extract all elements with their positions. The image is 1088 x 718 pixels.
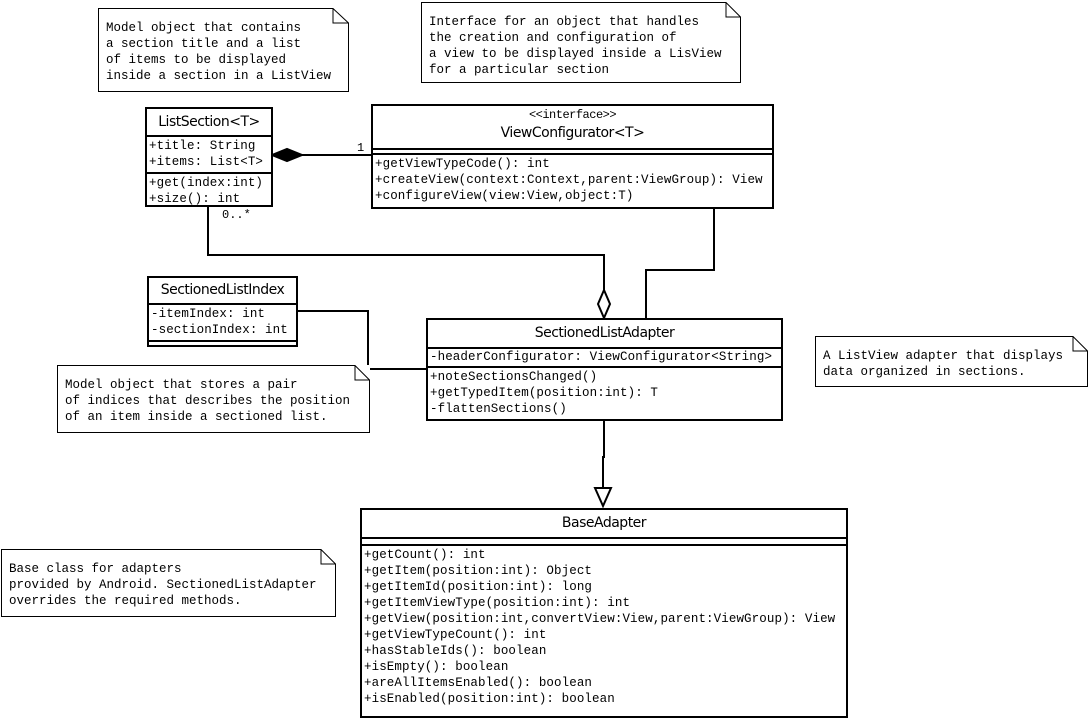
text-line: -flattenSections(): [430, 402, 567, 416]
attributes: [362, 539, 846, 546]
text-line: +getViewTypeCount(): int: [364, 628, 547, 642]
note-view-configurator: Interface for an object that handles the …: [421, 2, 741, 83]
text-line: Model object that stores a pair: [65, 378, 298, 392]
class-list-section[interactable]: ListSection<T> +title: String +items: Li…: [145, 107, 273, 207]
inheritance-line: [602, 420, 605, 488]
text-line: +getItem(position:int): Object: [364, 564, 593, 578]
note-sectioned-list-adapter: A ListView adapter that displays data org…: [815, 336, 1088, 387]
class-name: BaseAdapter: [362, 510, 846, 539]
dependency-line: [645, 208, 715, 318]
multiplicity-many: 0..*: [222, 208, 251, 222]
text-line: +createView(context:Context,parent:ViewG…: [375, 173, 763, 187]
text-line: +items: List<T>: [149, 155, 264, 169]
text-line: Model object that contains: [106, 21, 302, 35]
attributes: [373, 150, 772, 155]
aggregation-diamond: [596, 287, 612, 321]
text-line: +getItemViewType(position:int): int: [364, 596, 631, 610]
text-line: +areAllItemsEnabled(): boolean: [364, 676, 593, 690]
text-line: +configureView(view:View,object:T): [375, 189, 634, 203]
text-line: Interface for an object that handles: [429, 15, 700, 29]
attributes: +title: String +items: List<T>: [147, 137, 271, 174]
class-header: <<interface>> ViewConfigurator<T>: [373, 106, 772, 150]
text-line: a view to be displayed inside a LisView: [429, 47, 722, 61]
class-sectioned-list-index[interactable]: SectionedListIndex -itemIndex: int -sect…: [147, 276, 298, 347]
class-sectioned-list-adapter[interactable]: SectionedListAdapter -headerConfigurator…: [426, 318, 783, 421]
text-line: +isEmpty(): boolean: [364, 660, 509, 674]
text-line: +hasStableIds(): boolean: [364, 644, 547, 658]
class-base-adapter[interactable]: BaseAdapter +getCount(): int +getItem(po…: [360, 508, 848, 718]
methods: +getViewTypeCode(): int +createView(cont…: [373, 155, 772, 206]
text-line: a section title and a list: [106, 37, 302, 51]
multiplicity-one: 1: [357, 141, 365, 155]
text-line: +getItemId(position:int): long: [364, 580, 593, 594]
text-line: -headerConfigurator: ViewConfigurator<St…: [430, 350, 773, 364]
class-view-configurator[interactable]: <<interface>> ViewConfigurator<T> +getVi…: [371, 104, 774, 209]
composition-diamond: [269, 147, 305, 163]
text-line: +getCount(): int: [364, 548, 486, 562]
text-line: data organized in sections.: [823, 365, 1026, 379]
methods: +getCount(): int +getItem(position:int):…: [362, 546, 846, 709]
stereotype: <<interface>>: [528, 108, 617, 122]
text-line: overrides the required methods.: [9, 594, 242, 608]
text-line: A ListView adapter that displays: [823, 349, 1064, 363]
text-line: +getTypedItem(position:int): T: [430, 386, 659, 400]
text-line: +getViewTypeCode(): int: [375, 157, 550, 171]
text-line: of an item inside a sectioned list.: [65, 410, 328, 424]
text-line: for a particular section: [429, 63, 610, 77]
text-line: of indices that describes the position: [65, 394, 351, 408]
text-line: +title: String: [149, 139, 256, 153]
attributes: -itemIndex: int -sectionIndex: int: [149, 305, 296, 342]
text-line: the creation and configuration of: [429, 31, 677, 45]
inheritance-triangle: [593, 487, 613, 509]
text-line: inside a section in a ListView: [106, 69, 332, 83]
text-line: +getView(position:int,convertView:View,p…: [364, 612, 836, 626]
text-line: +size(): int: [149, 192, 241, 206]
index-association-line: [297, 310, 426, 370]
attributes: -headerConfigurator: ViewConfigurator<St…: [428, 349, 781, 368]
class-name: ListSection<T>: [147, 109, 271, 137]
text-line: provided by Android. SectionedListAdapte…: [9, 578, 317, 592]
text-line: -sectionIndex: int: [151, 323, 288, 337]
methods: +noteSectionsChanged() +getTypedItem(pos…: [428, 368, 781, 419]
methods: +get(index:int) +size(): int: [147, 174, 271, 209]
note-list-section: Model object that contains a section titl…: [98, 8, 349, 92]
text-line: -itemIndex: int: [151, 307, 266, 321]
class-name: SectionedListAdapter: [428, 320, 781, 349]
note-base-adapter: Base class for adapters provided by Andro…: [1, 549, 336, 617]
text-line: of items to be displayed: [106, 53, 287, 67]
text-line: +get(index:int): [149, 176, 264, 190]
class-name: ViewConfigurator<T>: [500, 125, 645, 141]
text-line: +noteSectionsChanged(): [430, 370, 598, 384]
class-name: SectionedListIndex: [149, 278, 296, 305]
methods: [149, 342, 296, 348]
aggregation-line: [207, 206, 605, 290]
note-sectioned-list-index: Model object that stores a pair of indice…: [57, 365, 370, 433]
text-line: Base class for adapters: [9, 562, 182, 576]
text-line: +isEnabled(position:int): boolean: [364, 692, 615, 706]
